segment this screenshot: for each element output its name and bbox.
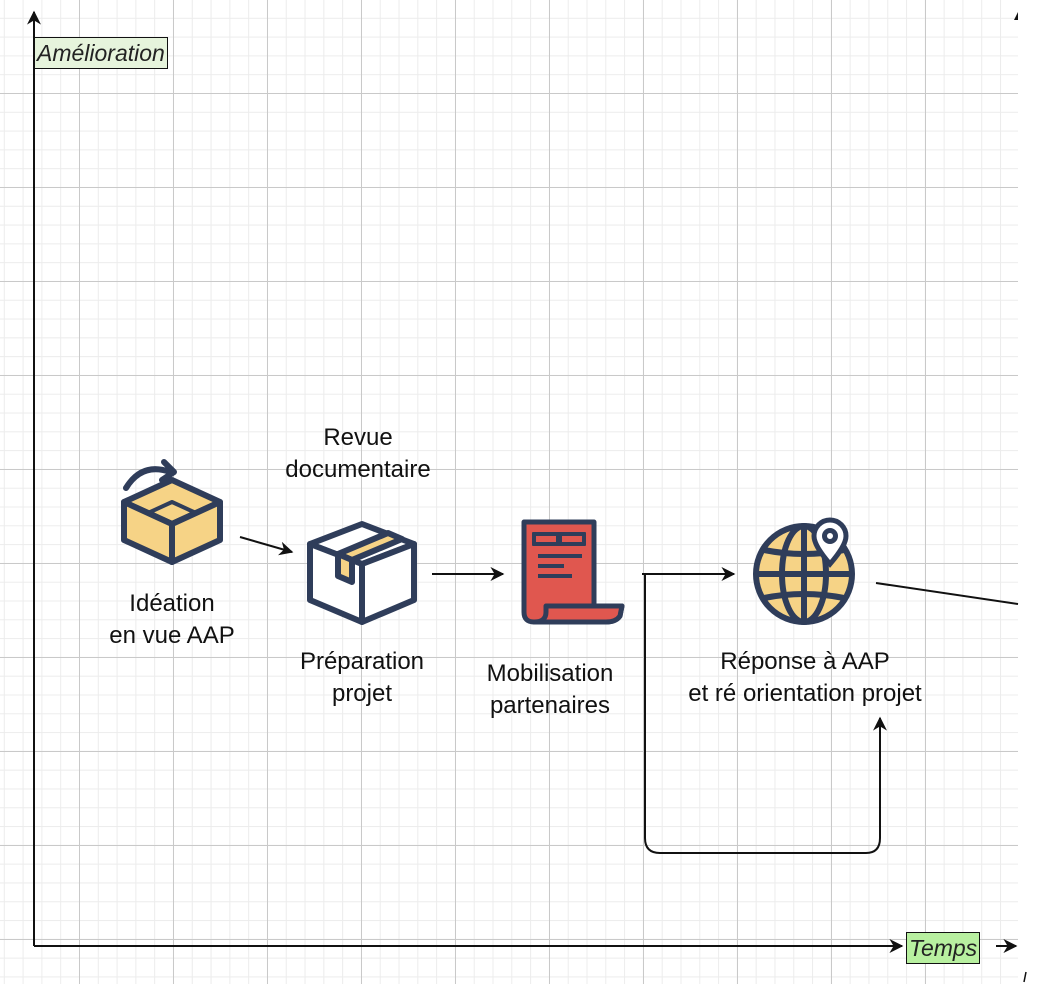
feedback-loop-arrow: [644, 574, 887, 854]
box-rotate-icon: [121, 459, 223, 565]
document-receipt-icon: [521, 519, 625, 625]
revue-documentaire-note: Revue documentaire: [285, 424, 431, 483]
mobilisation-label: Mobilisation partenaires: [486, 660, 614, 719]
outgoing-connector: [875, 582, 1019, 605]
diagram-canvas: [0, 0, 1018, 984]
x-axis-label: Temps: [906, 932, 981, 964]
corner-mark-top: [1014, 12, 1018, 20]
globe-location-icon: [753, 517, 855, 625]
reponse-label: Réponse à AAP et ré orientation projet: [688, 648, 922, 707]
arrow-ideation-preparation: [239, 536, 294, 556]
package-box-icon: [307, 521, 417, 625]
y-axis-label: Amélioration: [34, 37, 168, 69]
canvas-edge: [1018, 0, 1040, 984]
ideation-label: Idéation en vue AAP: [109, 590, 235, 649]
preparation-label: Préparation projet: [299, 648, 425, 707]
corner-mark-bottom: [1023, 971, 1027, 983]
